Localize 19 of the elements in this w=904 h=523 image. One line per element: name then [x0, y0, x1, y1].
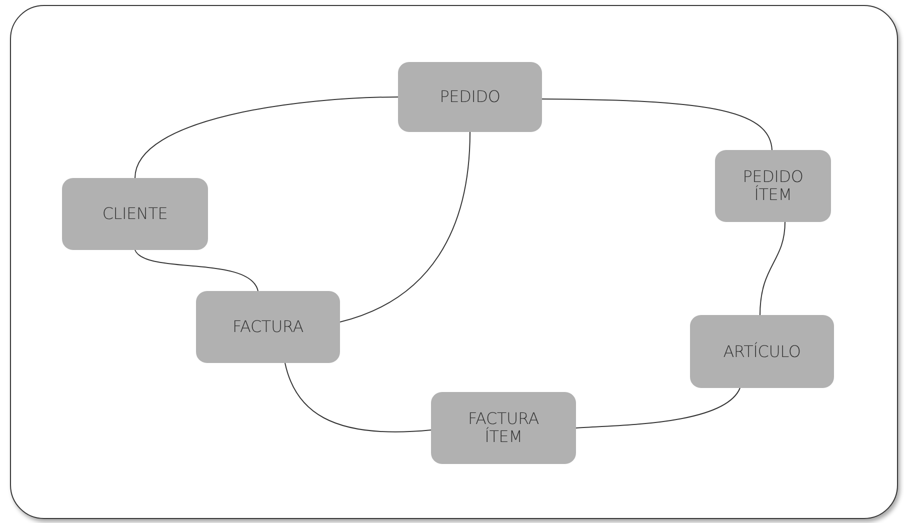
entity-name: PEDIDO ÍTEM	[742, 168, 804, 204]
connector-line	[284, 362, 432, 432]
connector-line	[542, 98, 772, 150]
entity-box	[715, 150, 831, 222]
entity-name: FACTURA ÍTEM	[468, 410, 540, 446]
entity-name: PEDIDO	[440, 88, 500, 106]
connector-line	[760, 222, 786, 316]
entity-box	[398, 62, 542, 132]
entity-name: FACTURA	[232, 318, 304, 336]
connector-line	[340, 132, 470, 322]
entity-box	[431, 392, 576, 464]
entity-box	[62, 178, 208, 250]
entity-name: ARTÍCULO	[723, 342, 801, 360]
connector-line	[134, 250, 258, 292]
entity-name: CLIENTE	[102, 205, 168, 223]
entity-box	[196, 291, 340, 363]
connector-line	[134, 96, 398, 178]
connector-line	[576, 388, 740, 428]
entity-box	[690, 315, 834, 388]
